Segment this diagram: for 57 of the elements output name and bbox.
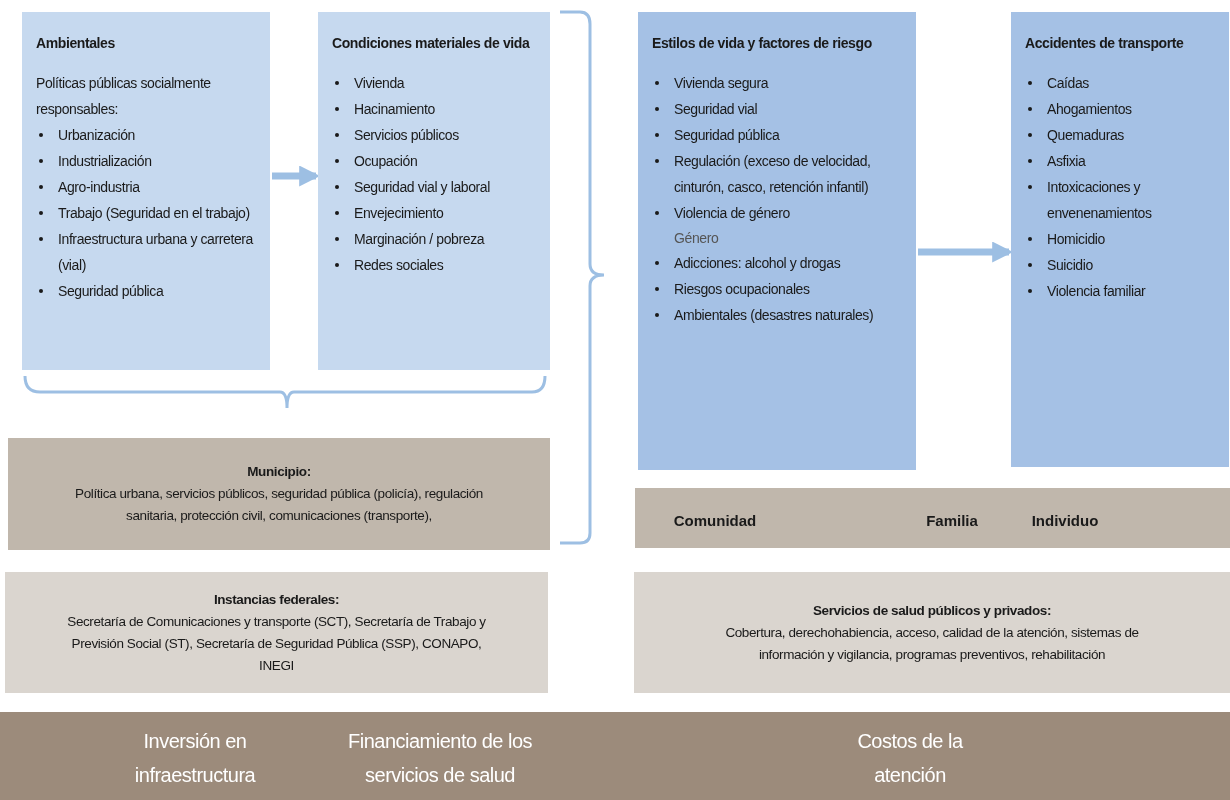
list-item: Ahogamientos	[1047, 101, 1132, 117]
list-item: Ocupación	[354, 153, 418, 169]
list-item: Caídas	[1047, 75, 1089, 91]
list-item: Violencia familiar	[1047, 283, 1146, 299]
sub-note: Género	[673, 229, 720, 248]
list-item: Vivienda	[354, 75, 405, 91]
box-heading: Municipio:	[247, 463, 311, 481]
list-item: Violencia de género	[674, 205, 790, 221]
list-item: Intoxicaciones y envenenamientos	[1047, 179, 1152, 221]
list-item: Quemaduras	[1047, 127, 1124, 143]
box-heading: Condiciones materiales de vida	[332, 34, 531, 53]
cost-band	[0, 712, 1230, 800]
list-item: Regulación (exceso de velocidad, cinturón, casco, retención infantil)	[674, 153, 871, 195]
list-item: Ambientales (desastres naturales)	[674, 307, 874, 323]
list-item: Suicidio	[1047, 257, 1093, 273]
box-heading: Instancias federales:	[213, 590, 340, 609]
paragraph: Secretaría de Comunicaciones y transporte (SCT), Secretaría de Trabajo y Previsión Social (ST), Secretaría de Seguridad Pública (SSP), CONAPO, INEGI	[66, 612, 487, 675]
list-item: Agro-industria	[58, 179, 140, 195]
info-box	[5, 572, 548, 693]
band-label: Individuo	[1030, 511, 1100, 531]
list-item: Vivienda segura	[674, 75, 769, 91]
list-item: Seguridad pública	[58, 283, 164, 299]
list-item: Homicidio	[1047, 231, 1105, 247]
box-heading: Accidentes de transporte	[1025, 34, 1185, 53]
list-item: Servicios públicos	[354, 127, 459, 143]
category-box	[1011, 12, 1229, 467]
list-item: Marginación / pobreza	[354, 231, 485, 247]
category-box	[22, 12, 270, 370]
list-item: Seguridad pública	[674, 127, 780, 143]
list-item: Seguridad vial	[674, 101, 758, 117]
band-label: Familia	[925, 511, 979, 531]
paragraph: Política urbana, servicios públicos, seguridad pública (policía), regulación sanitaria, protección civil, comunicaciones (transporte),	[74, 485, 484, 525]
list-item: Seguridad vial y laboral	[354, 179, 490, 195]
category-box	[638, 12, 916, 470]
list-item: Hacinamiento	[354, 101, 435, 117]
list-item: Urbanización	[58, 127, 135, 143]
band-label: Inversión en infraestructura	[133, 729, 257, 788]
box-heading: Estilos de vida y factores de riesgo	[652, 34, 873, 53]
list-item: Trabajo (Seguridad en el trabajo)	[58, 205, 250, 221]
info-box	[634, 572, 1230, 693]
paragraph: Políticas públicas socialmente responsables:	[36, 74, 212, 119]
band-label: Comunidad	[672, 511, 758, 531]
band-label: Financiamiento de los servicios de salud	[346, 729, 534, 788]
list-item: Infraestructura urbana y carretera (vial)	[58, 231, 253, 273]
info-box	[8, 438, 550, 550]
category-box	[318, 12, 550, 370]
band-label: Costos de la atención	[856, 729, 964, 788]
list-item: Riesgos ocupacionales	[674, 281, 810, 297]
list-item: Envejecimiento	[354, 205, 444, 221]
list-item: Adicciones: alcohol y drogas	[674, 255, 841, 271]
box-heading: Servicios de salud públicos y privados:	[813, 601, 1051, 620]
paragraph: Cobertura, derechohabiencia, acceso, calidad de la atención, sistemas de información y vigilancia, programas preventivos, rehabilitación	[724, 623, 1140, 664]
list-item: Asfixia	[1047, 153, 1086, 169]
box-heading: Ambientales	[36, 34, 116, 53]
list-item: Industrialización	[58, 153, 152, 169]
list-item: Redes sociales	[354, 257, 444, 273]
level-band	[635, 488, 1230, 548]
